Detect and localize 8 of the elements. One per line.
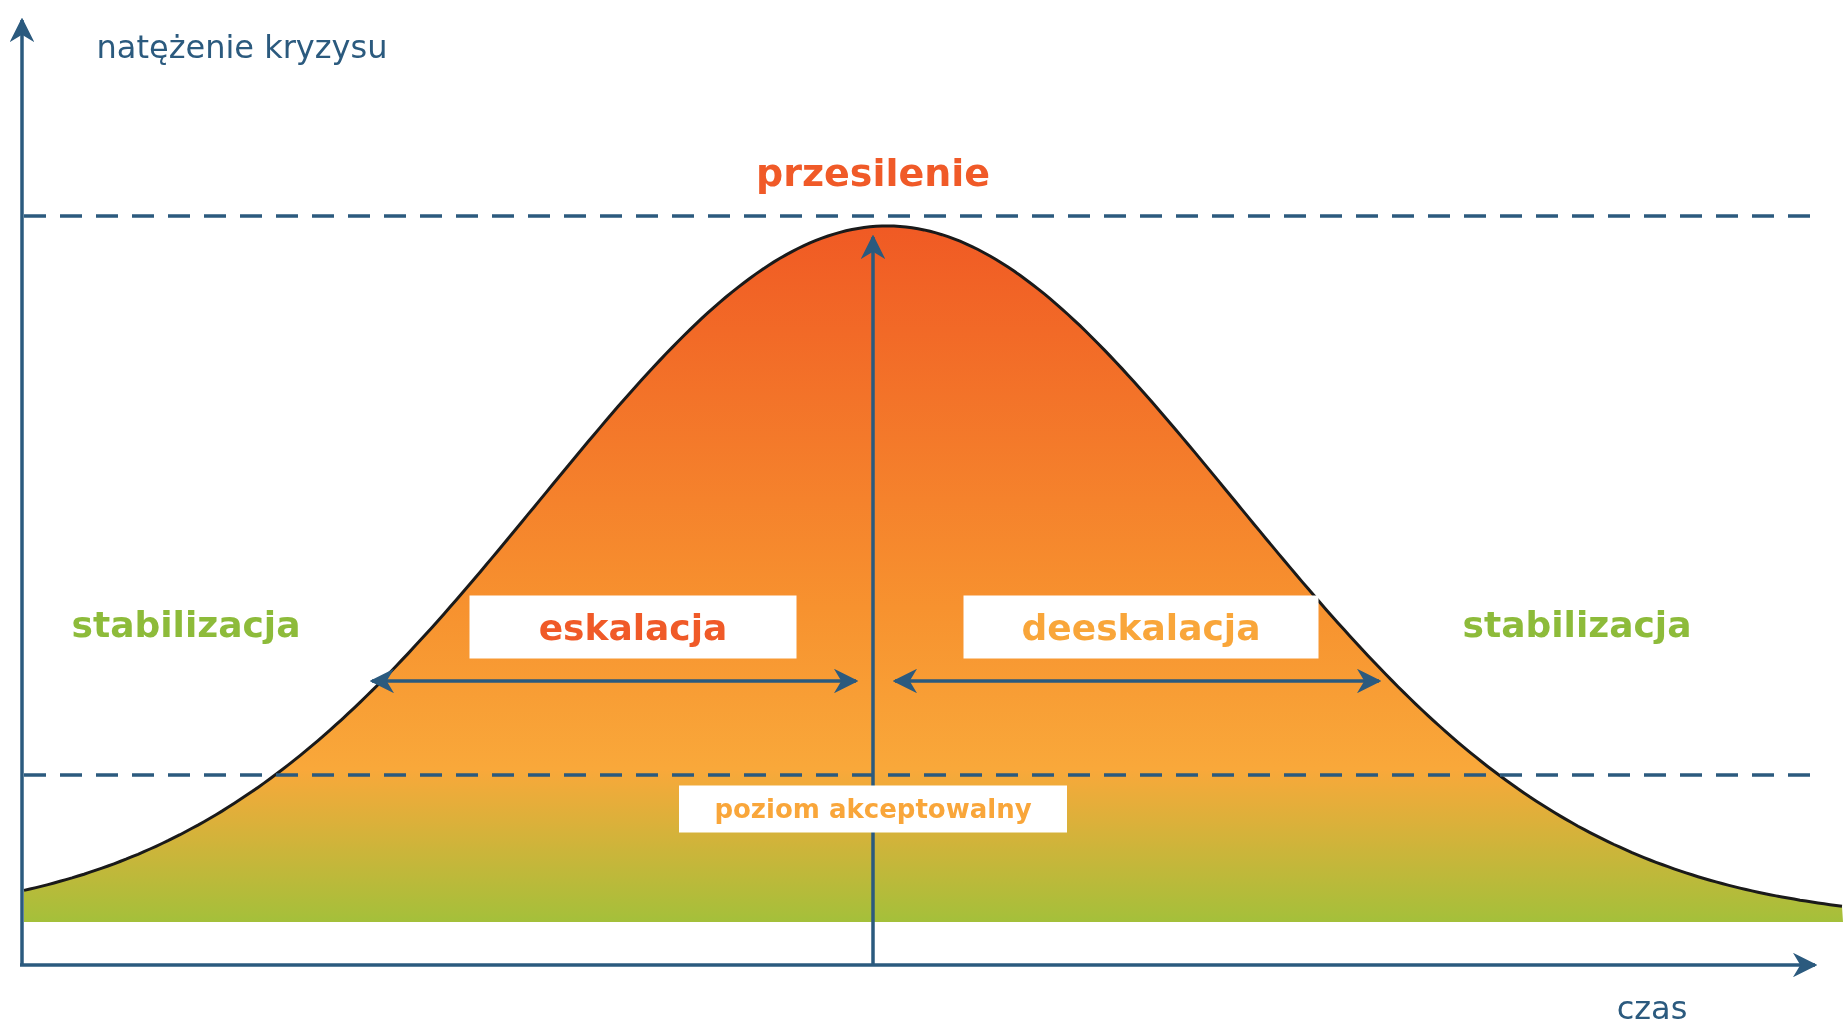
- axis-label: czas: [1616, 989, 1688, 1026]
- phase-label: stabilizacja: [71, 604, 301, 646]
- level-label: poziom akceptowalny: [679, 785, 1067, 833]
- phase-label: deeskalacja: [963, 595, 1319, 659]
- peak-label: przesilenie: [755, 152, 991, 196]
- axis-label: natężenie kryzysu: [96, 28, 388, 66]
- phase-label: eskalacja: [469, 595, 797, 659]
- phase-label: stabilizacja: [1462, 604, 1692, 646]
